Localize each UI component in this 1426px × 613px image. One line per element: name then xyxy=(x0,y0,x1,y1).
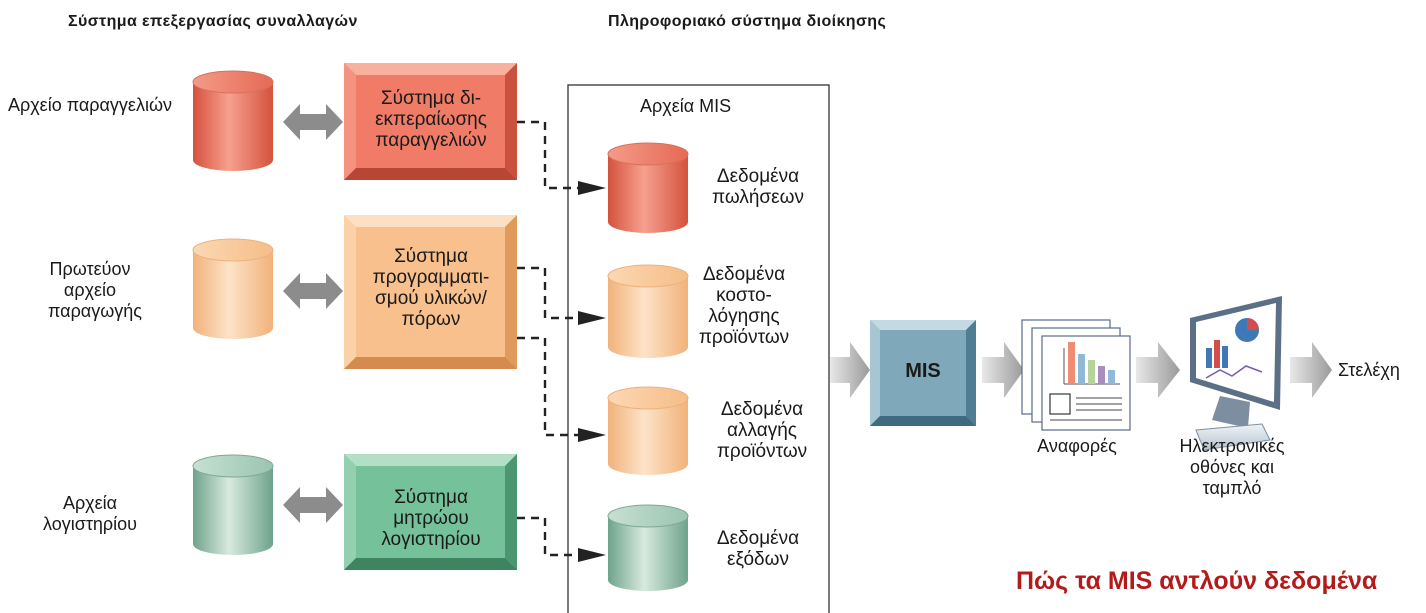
double-arrows xyxy=(283,104,343,523)
materials-planning-label: Σύστημα προγραμματι- σμού υλικών/ πόρων xyxy=(372,246,490,330)
right-arrow-icon xyxy=(982,342,1024,398)
reports-label: Αναφορές xyxy=(1037,436,1117,456)
expense-data-cylinder xyxy=(607,504,689,591)
connector-arrowheads xyxy=(578,181,606,562)
arrowhead-icon xyxy=(578,548,606,562)
screens-label: Ηλεκτρονικές οθόνες και ταμπλό xyxy=(1179,436,1285,498)
product-change-data-label: Δεδομένα αλλαγής προϊόντων xyxy=(716,399,808,462)
sales-data-label: Δεδομένα πωλήσεων xyxy=(712,166,804,208)
mis-box-label: MIS xyxy=(905,360,941,382)
accounting-file-label: Αρχεία λογιστηρίου xyxy=(42,493,138,534)
diagram-caption: Πώς τα MIS αντλούν δεδομένα xyxy=(1016,567,1378,595)
right-arrow-icon xyxy=(1136,342,1180,398)
arrowhead-icon xyxy=(578,311,606,325)
flow-arrows xyxy=(830,342,1332,398)
expense-data-label: Δεδομένα εξόδων xyxy=(716,528,800,570)
materials-planning-box xyxy=(344,215,517,369)
production-file-label: Πρωτεύον αρχείο παραγωγής xyxy=(48,259,142,321)
mis-box xyxy=(870,320,976,426)
dashed-connectors xyxy=(517,120,580,557)
product-change-data-cylinder xyxy=(607,386,689,475)
costing-data-cylinder xyxy=(607,264,689,358)
order-processing-label: Σύστημα δι- εκπεραίωσης παραγγελιών xyxy=(375,88,487,151)
arrowhead-icon xyxy=(578,428,606,442)
order-processing-box xyxy=(344,63,517,180)
mis-header: Πληροφοριακό σύστημα διοίκησης xyxy=(608,13,887,30)
order-file-label: Αρχείο παραγγελιών xyxy=(7,95,173,115)
double-arrow-icon xyxy=(283,273,343,309)
accounting-ledger-box xyxy=(344,454,517,570)
production-file-cylinder xyxy=(192,238,274,339)
monitor-icon xyxy=(1190,296,1282,451)
reports-icon xyxy=(1021,319,1131,431)
accounting-file-cylinder xyxy=(192,454,274,555)
mis-files-title: Αρχεία MIS xyxy=(640,96,732,116)
double-arrow-icon xyxy=(283,104,343,140)
arrowhead-icon xyxy=(578,181,606,195)
costing-data-label: Δεδομένα κοστο- λόγησης προϊόντων xyxy=(698,264,790,348)
managers-label: Στελέχη xyxy=(1338,360,1400,380)
sales-data-cylinder xyxy=(607,142,689,233)
right-arrow-icon xyxy=(830,342,870,398)
accounting-ledger-label: Σύστημα μητρώου λογιστηρίου xyxy=(381,487,481,550)
order-file-cylinder xyxy=(192,70,274,171)
tps-header: Σύστημα επεξεργασίας συναλλαγών xyxy=(68,13,358,30)
right-arrow-icon xyxy=(1290,342,1332,398)
double-arrow-icon xyxy=(283,487,343,523)
